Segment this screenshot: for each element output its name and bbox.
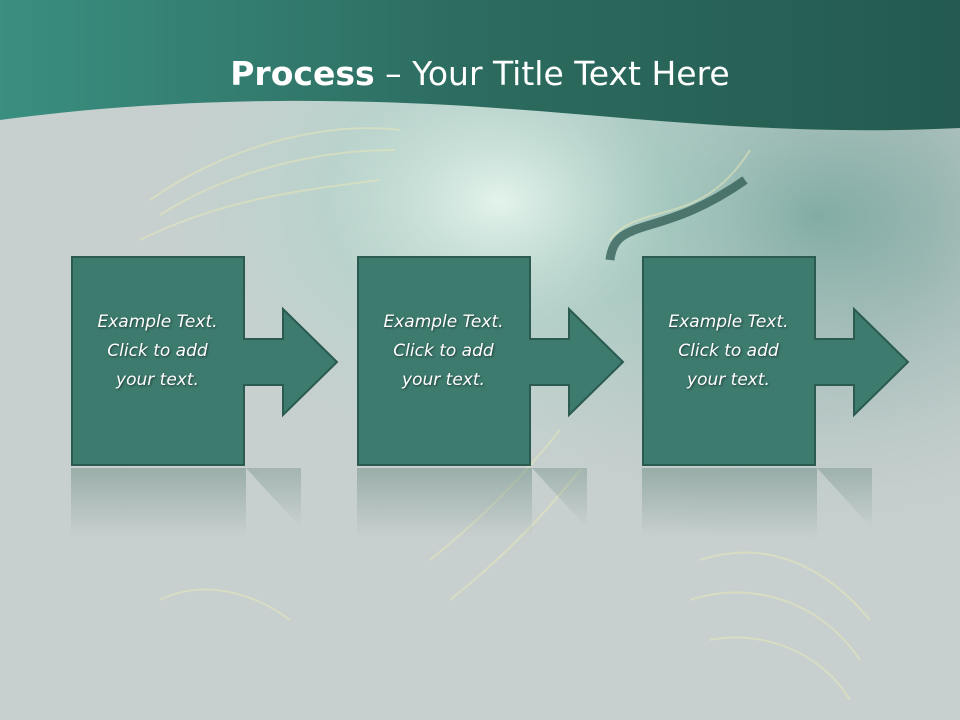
step-3-arrow-shape [642, 256, 910, 466]
step-2-reflection [357, 468, 532, 538]
title-bold: Process [230, 54, 375, 93]
title-rest: – Your Title Text Here [374, 54, 730, 93]
process-step-3[interactable]: Example Text. Click to add your text. [642, 256, 910, 466]
step-2-text: Example Text. Click to add your text. [383, 312, 504, 390]
process-step-2[interactable]: Example Text. Click to add your text. [357, 256, 625, 466]
process-step-1[interactable]: Example Text. Click to add your text. [71, 256, 339, 466]
step-3-reflection [642, 468, 817, 538]
step-2-arrow-shape [357, 256, 625, 466]
slide-title[interactable]: Process – Your Title Text Here [0, 52, 960, 96]
step-1-arrow-shape [71, 256, 339, 466]
step-1-reflection [71, 468, 246, 538]
step-3-text: Example Text. Click to add your text. [668, 312, 789, 390]
step-1-text: Example Text. Click to add your text. [97, 312, 218, 390]
